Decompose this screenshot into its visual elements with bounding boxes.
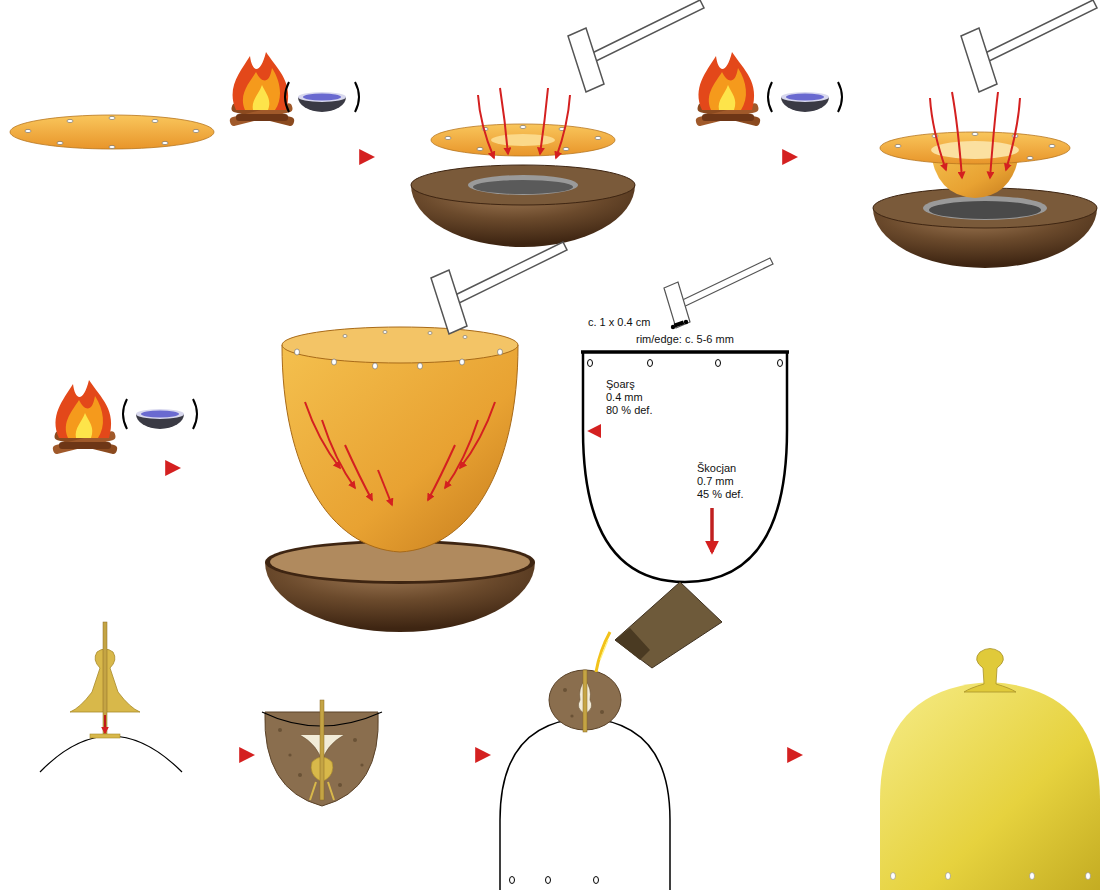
- fire-icon: [695, 52, 761, 127]
- finished-helmet: [880, 649, 1100, 890]
- hammer: [961, 0, 1097, 92]
- step-arrow: [285, 155, 372, 159]
- disc-on-anvil: [431, 124, 615, 156]
- annotation-label: 45 % def.: [697, 488, 743, 501]
- dished-disc: [880, 132, 1070, 198]
- water-bowl: [123, 399, 197, 429]
- small-hammer: [664, 258, 773, 329]
- flat-disc: [10, 115, 214, 149]
- fire-icon: [52, 380, 118, 455]
- annotation-label: 0.4 mm: [606, 391, 643, 404]
- annotation-label: Škocjan: [697, 462, 736, 475]
- anvil: [265, 540, 535, 632]
- hammer: [568, 0, 704, 92]
- water-bowl: [285, 82, 359, 112]
- annotation-label: 80 % def.: [606, 404, 652, 417]
- step-arrow: [62, 466, 178, 470]
- water-bowl: [768, 82, 842, 112]
- helmet-cup: [282, 327, 518, 552]
- knob-insertion: [40, 622, 182, 772]
- force-arrows: [305, 402, 495, 505]
- annotation-label: c. 1 x 0.4 cm: [588, 316, 650, 329]
- step-arrow: [690, 753, 800, 757]
- cross-section: [581, 352, 789, 582]
- mould-section: [262, 700, 382, 806]
- step-arrow: [705, 155, 795, 159]
- step-arrow: [400, 753, 488, 757]
- anvil: [411, 165, 635, 247]
- force-arrows: [478, 88, 570, 158]
- force-arrows: [930, 92, 1020, 178]
- annotation-label: Şoarş: [606, 378, 635, 391]
- anvil: [873, 188, 1097, 268]
- hammer: [431, 242, 567, 334]
- annotation-label: rim/edge: c. 5-6 mm: [636, 333, 734, 346]
- step-arrow: [168, 753, 252, 757]
- casting: [500, 582, 722, 890]
- annotation-label: 0.7 mm: [697, 475, 734, 488]
